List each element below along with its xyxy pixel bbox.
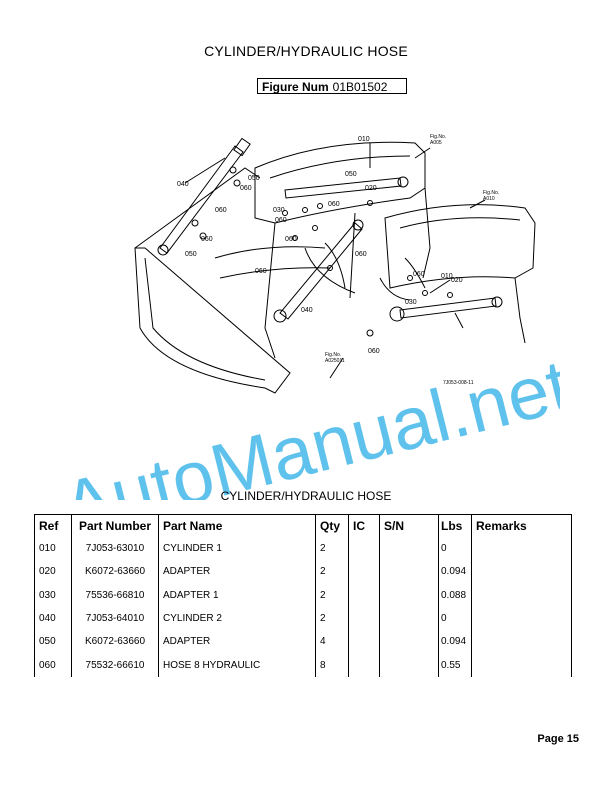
figure-number-label: Figure Num bbox=[262, 80, 329, 94]
cell-qty: 4 bbox=[315, 630, 349, 654]
cell-qty: 8 bbox=[315, 653, 349, 677]
cell-sn bbox=[379, 583, 439, 607]
cell-ic bbox=[348, 537, 380, 561]
cell-ref: 030 bbox=[34, 583, 72, 607]
header-part-name: Part Name bbox=[158, 514, 316, 537]
cell-part-name: ADAPTER bbox=[158, 560, 316, 584]
cell-lbs: 0.088 bbox=[438, 583, 472, 607]
callout-030-left: 030 bbox=[273, 207, 285, 214]
cell-qty: 2 bbox=[315, 537, 349, 561]
cell-ref: 050 bbox=[34, 630, 72, 654]
cell-ref: 020 bbox=[34, 560, 72, 584]
figure-number-value: 01B01502 bbox=[332, 80, 388, 94]
parts-diagram: 040 010 010 020 020 030 030 040 050 050 … bbox=[134, 134, 536, 394]
cell-sn bbox=[379, 653, 439, 677]
callout-020-right: 020 bbox=[451, 277, 463, 284]
table-row: 050 K6072-63660 ADAPTER 4 0.094 bbox=[34, 630, 572, 654]
cell-part-name: CYLINDER 2 bbox=[158, 606, 316, 631]
header-ref: Ref bbox=[34, 514, 72, 537]
cell-ref: 040 bbox=[34, 606, 72, 631]
fig-ref-a010: Fig.No.A010 bbox=[483, 190, 499, 202]
cell-part-number: K6072-63660 bbox=[71, 630, 159, 654]
header-lbs: Lbs bbox=[438, 514, 472, 537]
cell-sn bbox=[379, 606, 439, 631]
drawing-code: 7J053-008-11 bbox=[443, 380, 474, 386]
cell-qty: 2 bbox=[315, 560, 349, 584]
table-row: 010 7J053-63010 CYLINDER 1 2 0 bbox=[34, 537, 572, 561]
callout-010-lower: 010 bbox=[441, 273, 453, 280]
cell-ic bbox=[348, 630, 380, 654]
page-title: CYLINDER/HYDRAULIC HOSE bbox=[204, 43, 408, 59]
cell-remarks bbox=[471, 537, 572, 561]
callout-060-c: 060 bbox=[201, 236, 213, 243]
cell-remarks bbox=[471, 560, 572, 584]
callout-060-h: 060 bbox=[255, 268, 267, 275]
header-sn: S/N bbox=[379, 514, 439, 537]
cell-remarks bbox=[471, 606, 572, 631]
cell-lbs: 0.094 bbox=[438, 630, 472, 654]
cell-sn bbox=[379, 630, 439, 654]
callout-060-b: 060 bbox=[215, 207, 227, 214]
callout-060-j: 060 bbox=[368, 348, 380, 355]
table-row: 060 75532-66610 HOSE 8 HYDRAULIC 8 0.55 bbox=[34, 653, 572, 677]
table-row: 030 75536-66810 ADAPTER 1 2 0.088 bbox=[34, 583, 572, 607]
callout-040-lower: 040 bbox=[301, 307, 313, 314]
table-row: 020 K6072-63660 ADAPTER 2 0.094 bbox=[34, 560, 572, 584]
header-part-number: Part Number bbox=[71, 514, 159, 537]
callout-040-upper: 040 bbox=[177, 181, 189, 188]
cell-part-name: CYLINDER 1 bbox=[158, 537, 316, 561]
cell-part-number: 7J053-63010 bbox=[71, 537, 159, 561]
cell-part-number: 7J053-64010 bbox=[71, 606, 159, 631]
cell-remarks bbox=[471, 630, 572, 654]
table-title: CYLINDER/HYDRAULIC HOSE bbox=[220, 489, 392, 503]
cell-part-name: HOSE 8 HYDRAULIC bbox=[158, 653, 316, 677]
cell-lbs: 0.094 bbox=[438, 560, 472, 584]
header-remarks: Remarks bbox=[471, 514, 572, 537]
callout-050-c: 050 bbox=[185, 251, 197, 258]
cell-ref: 060 bbox=[34, 653, 72, 677]
page-number: Page 15 bbox=[537, 733, 579, 745]
callout-050-b: 050 bbox=[345, 171, 357, 178]
watermark: AutoManual.net bbox=[55, 343, 560, 500]
cell-lbs: 0 bbox=[438, 537, 472, 561]
cell-ic bbox=[348, 653, 380, 677]
cell-part-number: 75532-66610 bbox=[71, 653, 159, 677]
cell-ic bbox=[348, 606, 380, 631]
cell-qty: 2 bbox=[315, 606, 349, 631]
callout-060-i: 060 bbox=[413, 271, 425, 278]
cell-part-number: 75536-66810 bbox=[71, 583, 159, 607]
parts-table: Ref Part Number Part Name Qty IC S/N Lbs… bbox=[34, 514, 572, 677]
header-qty: Qty bbox=[315, 514, 349, 537]
cell-ref: 010 bbox=[34, 537, 72, 561]
callout-060-g: 060 bbox=[355, 251, 367, 258]
callout-050-a: 050 bbox=[248, 175, 260, 182]
cell-sn bbox=[379, 560, 439, 584]
callout-030-right: 030 bbox=[405, 299, 417, 306]
diagram-linework bbox=[134, 137, 536, 394]
table-header-row: Ref Part Number Part Name Qty IC S/N Lbs… bbox=[34, 514, 572, 537]
callout-020-center: 020 bbox=[365, 185, 377, 192]
cell-remarks bbox=[471, 583, 572, 607]
callout-060-d: 060 bbox=[275, 217, 287, 224]
cell-remarks bbox=[471, 653, 572, 677]
cell-ic bbox=[348, 583, 380, 607]
cell-part-name: ADAPTER 1 bbox=[158, 583, 316, 607]
header-ic: IC bbox=[348, 514, 380, 537]
cell-lbs: 0.55 bbox=[438, 653, 472, 677]
cell-qty: 2 bbox=[315, 583, 349, 607]
cell-lbs: 0 bbox=[438, 606, 472, 631]
watermark-text: AutoManual.net bbox=[55, 343, 560, 500]
cell-ic bbox=[348, 560, 380, 584]
cell-part-name: ADAPTER bbox=[158, 630, 316, 654]
callout-060-a: 060 bbox=[240, 185, 252, 192]
callout-060-e: 060 bbox=[328, 201, 340, 208]
fig-ref-a005: Fig.No.A005 bbox=[430, 134, 446, 146]
fig-ref-a025011: Fig.No.A025011 bbox=[325, 352, 345, 364]
cell-sn bbox=[379, 537, 439, 561]
cell-part-number: K6072-63660 bbox=[71, 560, 159, 584]
callout-010-upper: 010 bbox=[358, 136, 370, 143]
callout-060-f: 060 bbox=[285, 236, 297, 243]
table-row: 040 7J053-64010 CYLINDER 2 2 0 bbox=[34, 606, 572, 631]
